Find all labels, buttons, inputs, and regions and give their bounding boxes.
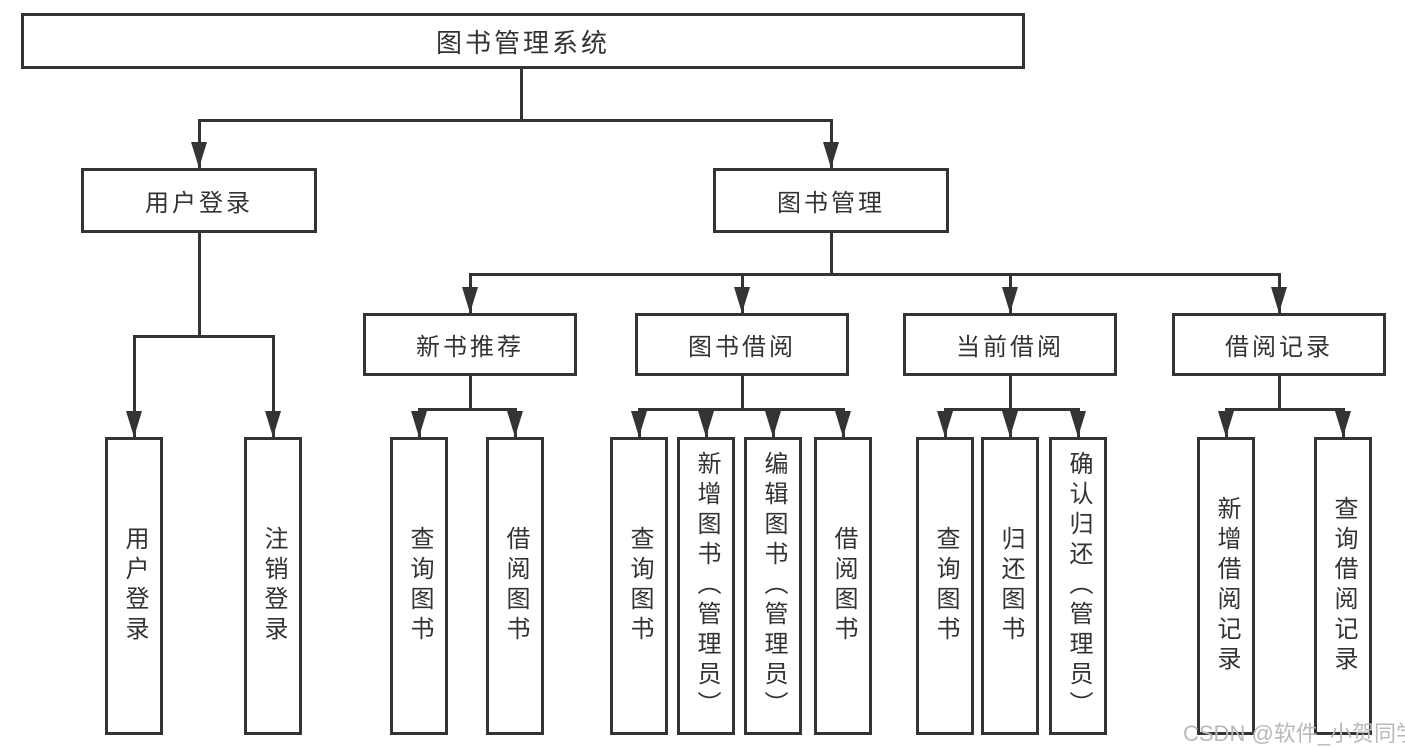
node-leaf-query-borrow-record: 查询借阅记录 [1314, 437, 1372, 735]
arrowhead-down-icon [1271, 287, 1287, 313]
arrowhead-down-icon [835, 411, 851, 437]
arrowhead-down-icon [265, 411, 281, 437]
node-current-borrow: 当前借阅 [903, 313, 1117, 376]
connector-line [1278, 376, 1281, 408]
node-leaf-borrow-borrow-book-label: 借阅图书 [830, 526, 857, 646]
node-book-management: 图书管理 [713, 168, 949, 233]
node-root-label: 图书管理系统 [435, 27, 610, 58]
csdn-watermark: CSDN @软件_小贺同学 [1183, 721, 1405, 746]
arrowhead-down-icon [191, 142, 207, 168]
node-leaf-edit-book-admin-label: 编辑图书（管理员） [760, 451, 787, 721]
arrowhead-down-icon [1335, 411, 1351, 437]
node-leaf-logout: 注销登录 [244, 437, 302, 735]
node-leaf-return-book-label: 归还图书 [997, 526, 1024, 646]
node-leaf-current-query-book-label: 查询图书 [932, 526, 959, 646]
arrowhead-down-icon [698, 411, 714, 437]
node-user-login: 用户登录 [81, 168, 317, 233]
node-leaf-edit-book-admin: 编辑图书（管理员） [744, 437, 802, 735]
arrowhead-down-icon [631, 411, 647, 437]
node-leaf-add-book-admin-label: 新增图书（管理员） [693, 451, 720, 721]
connector-line [133, 335, 275, 338]
node-book-borrow: 图书借阅 [635, 313, 849, 376]
arrowhead-down-icon [1002, 287, 1018, 313]
arrowhead-down-icon [462, 287, 478, 313]
connector-line [741, 376, 744, 408]
node-leaf-user-login: 用户登录 [105, 437, 163, 735]
connector-line [198, 119, 832, 122]
node-leaf-confirm-return-admin-label: 确认归还（管理员） [1065, 451, 1092, 721]
node-leaf-recommend-borrow-book-label: 借阅图书 [502, 526, 529, 646]
node-new-book-recommend: 新书推荐 [363, 313, 577, 376]
node-leaf-query-borrow-record-label: 查询借阅记录 [1330, 496, 1357, 676]
node-leaf-borrow-query-book-label: 查询图书 [626, 526, 653, 646]
node-book-management-label: 图书管理 [777, 190, 885, 217]
node-leaf-add-borrow-record: 新增借阅记录 [1197, 437, 1255, 735]
connector-line [638, 408, 845, 411]
connector-line [469, 376, 472, 408]
arrowhead-down-icon [734, 287, 750, 313]
arrowhead-down-icon [1218, 411, 1234, 437]
arrowhead-down-icon [411, 411, 427, 437]
node-user-login-label: 用户登录 [145, 190, 253, 217]
connector-line [944, 408, 1080, 411]
arrowhead-down-icon [507, 411, 523, 437]
node-book-borrow-label: 图书借阅 [688, 334, 796, 361]
node-root-library-system: 图书管理系统 [21, 13, 1025, 69]
node-borrow-record-label: 借阅记录 [1225, 334, 1333, 361]
node-leaf-borrow-query-book: 查询图书 [610, 437, 668, 735]
connector-line [1225, 408, 1345, 411]
connector-line [830, 233, 833, 273]
connector-line [198, 233, 201, 335]
node-leaf-recommend-borrow-book: 借阅图书 [486, 437, 544, 735]
node-leaf-add-borrow-record-label: 新增借阅记录 [1213, 496, 1240, 676]
arrowhead-down-icon [1070, 411, 1086, 437]
node-leaf-user-login-label: 用户登录 [121, 526, 148, 646]
node-leaf-recommend-query-book-label: 查询图书 [406, 526, 433, 646]
node-leaf-logout-label: 注销登录 [260, 526, 287, 646]
node-current-borrow-label: 当前借阅 [956, 334, 1064, 361]
node-borrow-record: 借阅记录 [1172, 313, 1386, 376]
arrowhead-down-icon [937, 411, 953, 437]
connector-line [133, 335, 136, 437]
node-leaf-current-query-book: 查询图书 [916, 437, 974, 735]
arrowhead-down-icon [126, 411, 142, 437]
connector-line [520, 69, 523, 119]
node-leaf-return-book: 归还图书 [981, 437, 1039, 735]
connector-line [469, 273, 1281, 276]
node-leaf-recommend-query-book: 查询图书 [390, 437, 448, 735]
connector-line [1009, 376, 1012, 408]
connector-line [418, 408, 517, 411]
node-leaf-borrow-borrow-book: 借阅图书 [814, 437, 872, 735]
node-leaf-add-book-admin: 新增图书（管理员） [677, 437, 735, 735]
arrowhead-down-icon [1002, 411, 1018, 437]
arrowhead-down-icon [823, 142, 839, 168]
node-new-book-recommend-label: 新书推荐 [416, 334, 524, 361]
connector-line [272, 335, 275, 437]
arrowhead-down-icon [765, 411, 781, 437]
node-leaf-confirm-return-admin: 确认归还（管理员） [1049, 437, 1107, 735]
